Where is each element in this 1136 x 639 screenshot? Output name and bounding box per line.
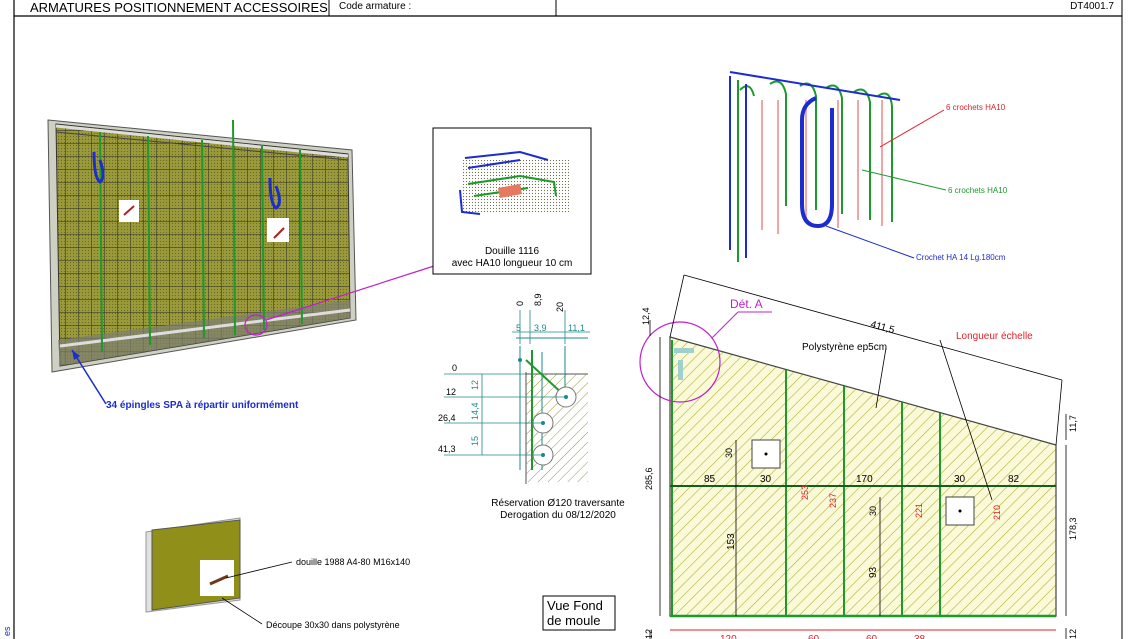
perspective-panel: 34 épingles SPA à répartir uniformément — [47, 119, 435, 411]
detail-label-1: Douille 1116 — [485, 246, 540, 257]
derogation-note: Derogation du 08/12/2020 — [500, 510, 616, 521]
dim-b60a: 60 — [808, 634, 820, 639]
dim-r221: 221 — [914, 503, 924, 518]
sect-spacing-0: 12 — [470, 380, 480, 390]
side-label: es — [2, 626, 12, 636]
reservation-note: Réservation Ø120 traversante — [491, 498, 625, 509]
sect-spacing-1: 14,4 — [470, 402, 480, 420]
sect-mid-dim-0: 5 — [516, 323, 521, 333]
dim-170: 170 — [856, 474, 873, 485]
insert-view: douille 1988 A4-80 M16x140 Découpe 30x30… — [145, 517, 410, 630]
dim-b38: 38 — [914, 634, 926, 639]
doc-reference: DT4001.7 — [1070, 1, 1114, 12]
detail-label-2: avec HA10 longueur 10 cm — [452, 258, 573, 269]
dim-v153: 153 — [726, 533, 737, 550]
dim-r210: 210 — [992, 505, 1002, 520]
view-title-1: Vue Fond — [547, 598, 603, 613]
sect-top-dim-1: 8,9 — [533, 293, 543, 306]
sect-level-1: 12 — [446, 387, 456, 397]
dim-r237: 237 — [828, 493, 838, 508]
code-label: Code armature : — [339, 1, 411, 12]
dim-v93: 93 — [868, 566, 879, 578]
panel-reservation — [267, 218, 289, 242]
sect-level-2: 26,4 — [438, 413, 456, 423]
dim-b120: 120 — [720, 634, 737, 639]
sect-level-3: 41,3 — [438, 444, 456, 454]
hooks-view: 6 crochets HA10 6 crochets HA10 Crochet … — [729, 71, 1008, 262]
ladder-length-label: Longueur échelle — [956, 331, 1033, 342]
detail-box: Douille 1116 avec HA10 longueur 10 cm — [432, 127, 592, 275]
dim-v30a: 30 — [724, 448, 734, 458]
spacer-callout: 34 épingles SPA à répartir uniformément — [106, 400, 299, 411]
view-title: Vue Fond de moule — [542, 595, 616, 631]
dim-b12l: 12 — [644, 629, 654, 639]
hook-blue-label: Crochet HA 14 Lg.180cm — [916, 253, 1006, 262]
dim-r253: 253 — [800, 485, 810, 500]
dim-82: 82 — [1008, 474, 1020, 485]
section-view: 0 8,9 20 5 3,9 11,1 0 12 26,4 41,3 12 14… — [438, 293, 625, 521]
sect-mid-dim-1: 3,9 — [534, 323, 547, 333]
dim-right-height: 178,3 — [1068, 517, 1078, 540]
polystyrene-label: Polystyrène ep5cm — [802, 342, 887, 353]
dim-top-left: 12,4 — [641, 307, 651, 325]
dim-30a: 30 — [760, 474, 772, 485]
dim-b60b: 60 — [866, 634, 878, 639]
drawing-title: ARMATURES POSITIONNEMENT ACCESSOIRES — [30, 0, 328, 15]
dim-slope: 411,5 — [869, 319, 896, 336]
dim-b12r: 12 — [1068, 629, 1078, 639]
dim-left-height: 285,6 — [644, 467, 654, 490]
dim-v30b: 30 — [868, 506, 878, 516]
sect-level-0: 0 — [452, 363, 457, 373]
insert-label-2: Découpe 30x30 dans polystyrène — [266, 620, 400, 630]
sect-top-dim-2: 20 — [555, 302, 565, 312]
sect-mid-dim-2: 11,1 — [568, 323, 585, 333]
hook-red-label: 6 crochets HA10 — [946, 103, 1006, 112]
detail-a-ref: Dét. A — [730, 297, 763, 311]
sect-top-dim-0: 0 — [515, 301, 525, 306]
elevation-view: Dét. A Polystyrène ep5cm Longueur échell… — [639, 274, 1078, 639]
sect-spacing-2: 15 — [470, 436, 480, 446]
hook-green-label: 6 crochets HA10 — [948, 186, 1008, 195]
dim-right-top: 11,7 — [1068, 415, 1078, 432]
dim-85: 85 — [704, 474, 716, 485]
view-title-2: de moule — [547, 613, 600, 628]
insert-label-1: douille 1988 A4-80 M16x140 — [296, 557, 410, 567]
dim-30b: 30 — [954, 474, 966, 485]
